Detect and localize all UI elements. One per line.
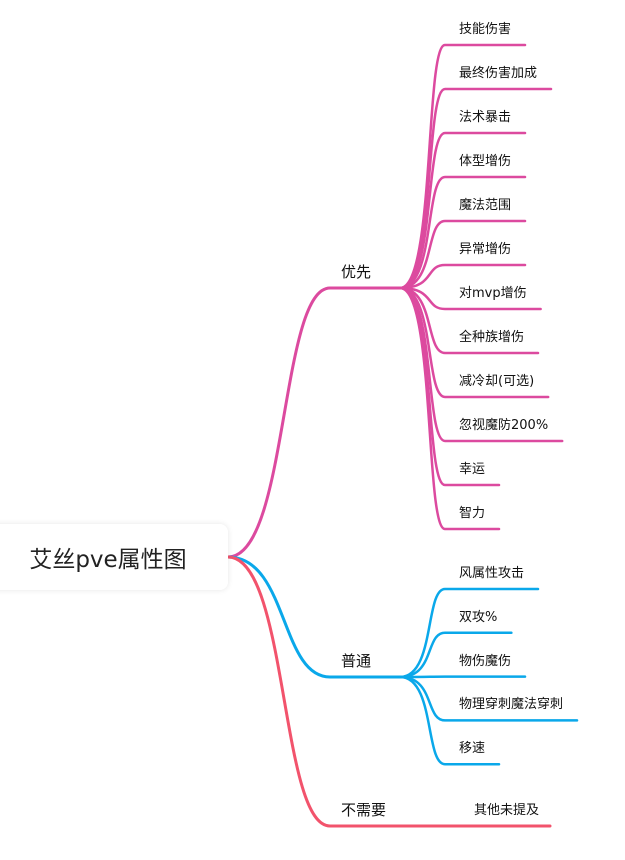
leaf-node[interactable]: 技能伤害 <box>459 22 512 37</box>
leaf-connector <box>398 286 542 311</box>
leaf-node[interactable]: 法术暴击 <box>459 110 512 125</box>
leaf-node[interactable]: 最终伤害加成 <box>459 66 538 81</box>
leaf-node[interactable]: 其他未提及 <box>474 803 540 818</box>
branch-node-normal[interactable]: 普通 <box>341 652 372 670</box>
branch-connector-priority <box>226 286 402 559</box>
leaf-connector <box>398 87 553 290</box>
root-node[interactable]: 艾丝pve属性图 <box>0 524 228 590</box>
leaf-connector <box>398 286 501 531</box>
leaf-connector <box>398 263 527 290</box>
branch-node-priority[interactable]: 优先 <box>341 263 372 281</box>
leaf-node[interactable]: 物伤魔伤 <box>459 653 512 669</box>
leaf-node[interactable]: 减冷却(可选) <box>459 374 535 389</box>
leaf-connector <box>398 675 501 766</box>
leaf-node[interactable]: 智力 <box>459 506 486 521</box>
branch-connector-unneeded <box>226 555 552 828</box>
leaf-connector <box>398 131 527 290</box>
leaf-node[interactable]: 双攻% <box>459 609 498 625</box>
leaf-node[interactable]: 幸运 <box>459 462 486 477</box>
leaf-node[interactable]: 体型增伤 <box>459 154 512 169</box>
leaf-node[interactable]: 移速 <box>459 741 486 757</box>
leaf-node[interactable]: 风属性攻击 <box>459 566 525 581</box>
leaf-connector <box>398 631 513 679</box>
leaf-node[interactable]: 对mvp增伤 <box>459 286 527 301</box>
leaf-node[interactable]: 全种族增伤 <box>459 330 525 345</box>
branch-connector-normal <box>226 555 402 679</box>
leaf-node[interactable]: 物理穿刺魔法穿刺 <box>459 697 564 713</box>
leaf-node[interactable]: 魔法范围 <box>459 198 512 213</box>
leaf-connector <box>398 587 540 679</box>
leaf-node[interactable]: 异常增伤 <box>459 242 512 257</box>
branch-node-unneeded[interactable]: 不需要 <box>341 801 387 819</box>
root-title: 艾丝pve属性图 <box>29 547 187 573</box>
leaf-connector <box>398 219 527 290</box>
leaf-connector <box>398 175 527 290</box>
leaf-node[interactable]: 忽视魔防200% <box>459 418 549 433</box>
